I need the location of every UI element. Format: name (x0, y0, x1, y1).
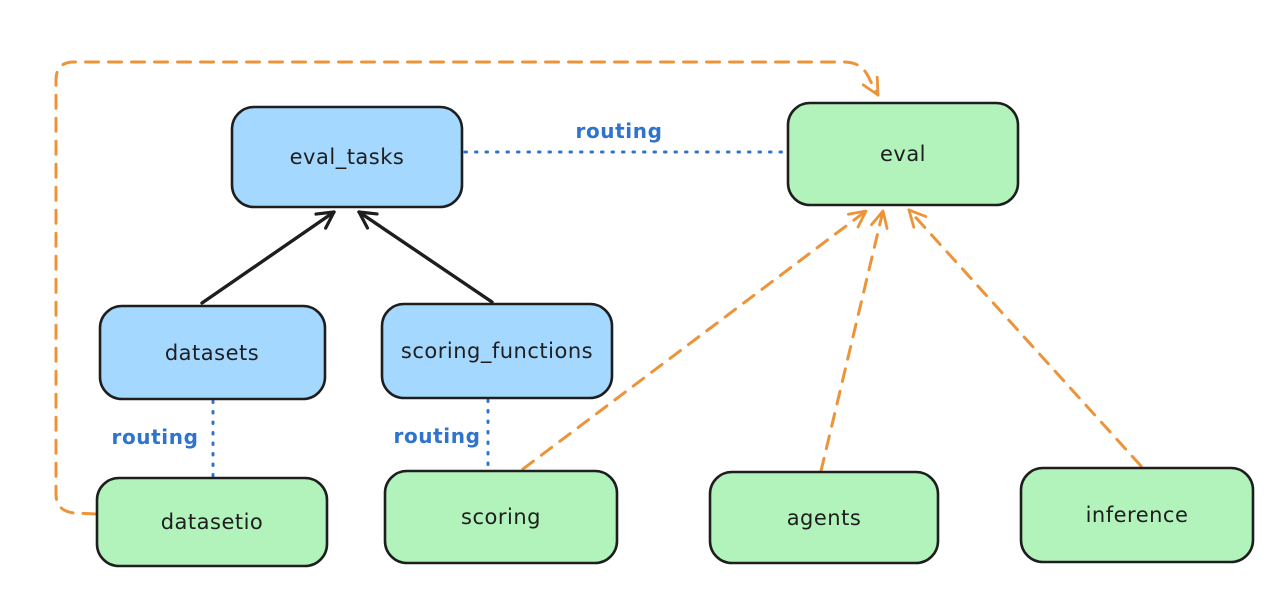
node-label-eval: eval (880, 142, 926, 166)
edge-label-routing-left: routing (111, 425, 198, 449)
node-agents: agents (708, 470, 940, 565)
edge-label-routing-mid: routing (393, 424, 480, 448)
node-datasets: datasets (98, 304, 327, 401)
node-label-agents: agents (787, 506, 862, 530)
node-box-scoring (383, 469, 619, 565)
node-label-scoring-functions: scoring_functions (401, 339, 593, 364)
edge-agents-eval (819, 209, 889, 473)
node-label-datasets: datasets (165, 341, 259, 365)
edge-label-routing-top: routing (575, 119, 662, 143)
edge-scoring-eval (521, 209, 868, 471)
node-eval-tasks: eval_tasks (230, 105, 464, 209)
node-box-inference (1019, 466, 1255, 564)
node-box-eval (786, 101, 1020, 207)
node-eval: eval (786, 101, 1020, 207)
node-box-datasets (98, 304, 327, 401)
node-datasetio: datasetio (95, 476, 329, 568)
edge-scoring-functions-eval-tasks (357, 210, 494, 304)
node-label-scoring: scoring (461, 505, 541, 529)
edge-datasets-eval-tasks (200, 210, 336, 305)
edge-datasetio-eval (54, 60, 880, 516)
node-scoring-functions: scoring_functions (380, 302, 614, 400)
node-label-inference: inference (1086, 503, 1189, 527)
node-box-eval-tasks (230, 105, 464, 209)
edge-inference-eval (907, 208, 1143, 468)
node-label-eval-tasks: eval_tasks (290, 145, 405, 170)
node-scoring: scoring (383, 469, 619, 565)
node-box-scoring-functions (380, 302, 614, 400)
node-box-datasetio (95, 476, 329, 568)
node-box-agents (708, 470, 940, 565)
node-label-datasetio: datasetio (161, 510, 264, 534)
node-inference: inference (1019, 466, 1255, 564)
